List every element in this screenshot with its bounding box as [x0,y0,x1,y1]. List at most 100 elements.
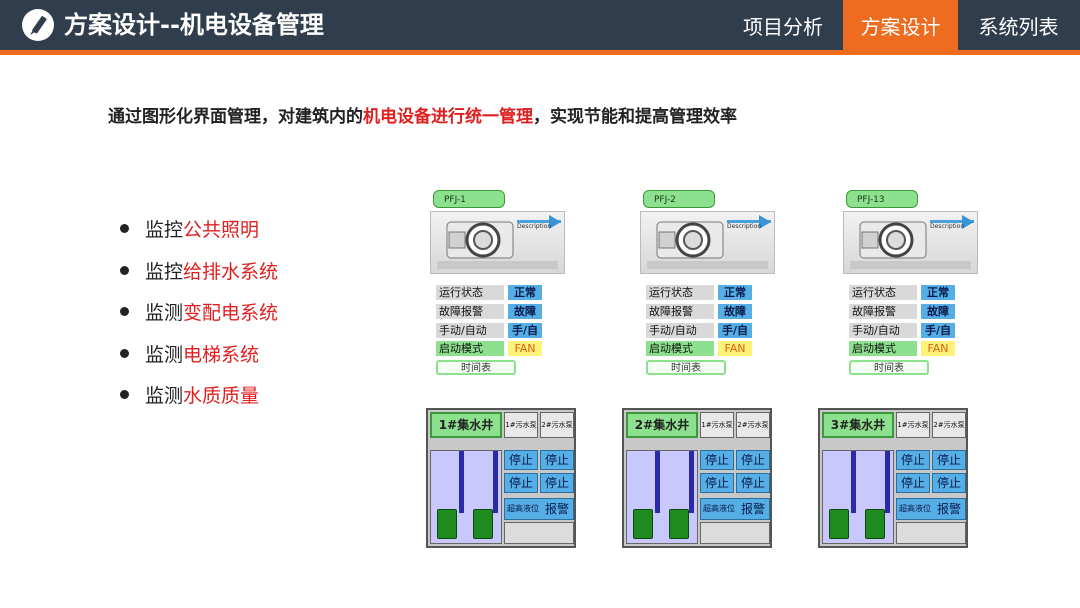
alarm-value: 报警 [740,502,765,516]
alarm-value: 报警 [936,502,961,516]
status-value: 正常 [508,285,542,300]
item-prefix: 监测 [145,343,184,366]
mode-label: 手动/自动 [436,323,504,338]
mode-value[interactable]: 手/自 [508,323,542,338]
start-mode-value[interactable]: FAN [921,341,955,356]
arrow-right-icon [549,215,561,229]
fan-panel: PFJ-2 Description 运行状态正常 故障报警故障 手动/自动手/自… [640,190,775,380]
start-mode-label: 启动模式 [436,341,504,356]
start-mode-row: 启动模式 FAN [436,341,560,357]
fault-row: 故障报警故障 [646,304,770,320]
pipe [851,451,856,513]
pump-header: 2#污水泵 [736,412,770,438]
tab-solution-design[interactable]: 方案设计 [843,0,958,50]
status-value: 正常 [718,285,752,300]
status-row: 运行状态正常 [436,285,560,301]
fan-graphic: Description [843,211,978,274]
list-item: 监测电梯系统 [120,333,278,375]
fault-row: 故障报警故障 [849,304,973,320]
sump-pit [626,450,698,544]
item-prefix: 监控 [145,219,184,242]
pump-motor-icon [633,509,653,539]
pump-header: 1#污水泵 [504,412,538,438]
pump-state-cell[interactable]: 停止 [540,450,574,470]
pump-state-cell[interactable]: 停止 [504,473,538,493]
fault-row: 故障报警故障 [436,304,560,320]
fan-tag: PFJ-2 [643,190,715,208]
pump-motor-icon [669,509,689,539]
pump-state-cell[interactable]: 停止 [896,473,930,493]
mode-row: 手动/自动手/自 [646,323,770,339]
level-alarm: 超高液位报警 [896,498,966,520]
tab-system-list[interactable]: 系统列表 [978,15,1059,39]
mode-row: 手动/自动手/自 [849,323,973,339]
fan-panel: PFJ-13 Description 运行状态正常 故障报警故障 手动/自动手/… [843,190,978,380]
level-alarm: 超高液位报警 [504,498,574,520]
bullet-icon [120,265,129,275]
item-highlight: 变配电系统 [183,302,279,325]
status-label: 运行状态 [849,285,917,300]
tab-project-analysis[interactable]: 项目分析 [743,15,823,39]
pipe [655,451,660,513]
bullet-icon [120,224,129,234]
fault-label: 故障报警 [646,304,714,319]
sump-panel: 3#集水井 1#污水泵 2#污水泵 停止 停止 停止 停止 超高液位报警 [818,408,968,548]
schedule-button[interactable]: 时间表 [646,360,726,375]
level-alarm: 超高液位报警 [700,498,770,520]
arrow-right-icon [962,215,974,229]
item-prefix: 监控 [145,260,184,283]
start-mode-value[interactable]: FAN [508,341,542,356]
fan-icon [656,221,724,259]
intro-text-part: ，实现节能和提高管理效率 [533,107,737,127]
list-item: 监测水质质量 [120,374,278,416]
start-mode-label: 启动模式 [849,341,917,356]
start-mode-row: 启动模式 FAN [849,341,973,357]
mode-label: 手动/自动 [646,323,714,338]
list-item: 监控公共照明 [120,208,278,250]
bullet-icon [120,307,129,317]
pump-state-cell[interactable]: 停止 [540,473,574,493]
status-row: 运行状态正常 [646,285,770,301]
pump-state-cell[interactable]: 停止 [736,450,770,470]
item-highlight: 电梯系统 [183,343,260,366]
alarm-label: 超高液位 [899,504,931,513]
intro-highlight: 机电设备进行统一管理 [363,107,533,127]
pump-state-cell[interactable]: 停止 [700,473,734,493]
pump-state-cell[interactable]: 停止 [700,450,734,470]
fault-label: 故障报警 [436,304,504,319]
pump-motor-icon [865,509,885,539]
header-bar: 方案设计--机电设备管理 项目分析 方案设计 系统列表 [0,0,1080,50]
fan-graphic: Description [640,211,775,274]
item-prefix: 监测 [145,302,184,325]
description-arrow-line [930,220,974,223]
schedule-button[interactable]: 时间表 [849,360,929,375]
pump-state-cell[interactable]: 停止 [736,473,770,493]
fan-icon [446,221,514,259]
fan-tag: PFJ-13 [846,190,918,208]
sump-title: 2#集水井 [626,412,698,438]
description-arrow-line [727,220,771,223]
bullet-icon [120,348,129,358]
sump-title: 1#集水井 [430,412,502,438]
alarm-label: 超高液位 [703,504,735,513]
fan-description: Description [930,223,965,230]
mode-value[interactable]: 手/自 [718,323,752,338]
start-mode-value[interactable]: FAN [718,341,752,356]
fault-value: 故障 [718,304,752,319]
alarm-value: 报警 [544,502,569,516]
schedule-button[interactable]: 时间表 [436,360,516,375]
pump-state-cell[interactable]: 停止 [504,450,538,470]
pump-header: 1#污水泵 [896,412,930,438]
sump-title: 3#集水井 [822,412,894,438]
sump-panel: 1#集水井 1#污水泵 2#污水泵 停止 停止 停止 停止 超高液位报警 [426,408,576,548]
intro-text-part: 通过图形化界面管理，对建筑内的 [108,107,363,127]
fault-label: 故障报警 [849,304,917,319]
pump-state-cell[interactable]: 停止 [932,473,966,493]
mode-value[interactable]: 手/自 [921,323,955,338]
pump-state-cell[interactable]: 停止 [932,450,966,470]
fan-description: Description [517,223,552,230]
page-title: 方案设计--机电设备管理 [64,11,324,39]
pump-header: 2#污水泵 [932,412,966,438]
pump-state-cell[interactable]: 停止 [896,450,930,470]
